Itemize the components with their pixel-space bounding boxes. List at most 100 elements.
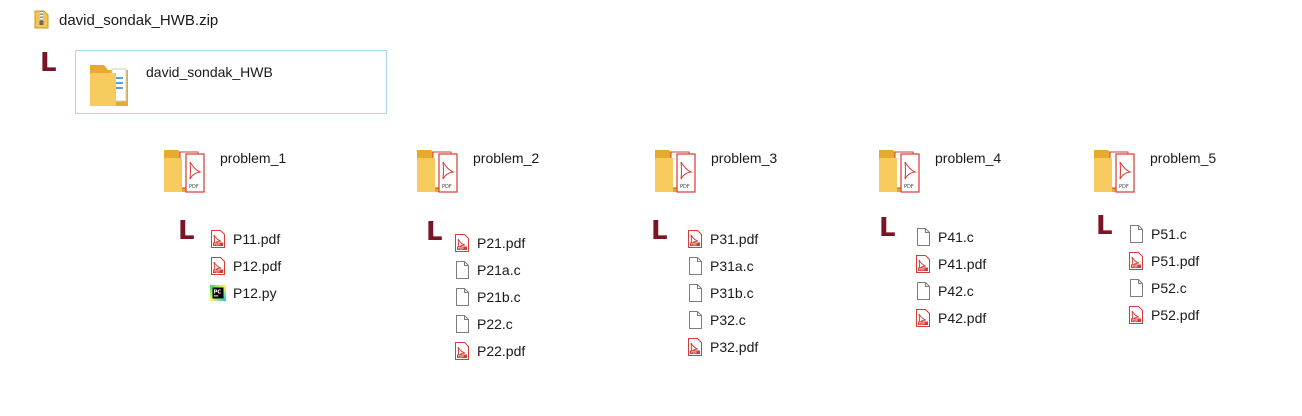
svg-text:PDF: PDF [1119,184,1129,190]
svg-text:PDF: PDF [691,351,697,355]
file-item-p22-pdf[interactable]: PDF P22.pdf [454,340,525,362]
c-file-icon [1128,279,1144,297]
file-name: P41.c [938,229,974,245]
file-name: P31.pdf [710,231,759,247]
file-name: P31b.c [710,285,754,301]
tree-marker: L [426,217,443,247]
svg-text:PDF: PDF [919,322,925,326]
file-item-p21a-c[interactable]: P21a.c [454,259,521,281]
file-item-p21-pdf[interactable]: PDF P21.pdf [454,232,525,254]
svg-text:PDF: PDF [919,268,925,272]
svg-text:PDF: PDF [442,184,452,190]
file-name: P51.pdf [1151,253,1200,269]
file-name: P42.pdf [938,310,987,326]
file-item-p41-c[interactable]: P41.c [915,226,974,248]
tree-marker: L [40,48,57,78]
c-file-icon [454,288,470,306]
tree-marker: L [178,216,195,246]
file-item-p12-py[interactable]: PC P12.py [210,282,277,304]
problem-folder-name: problem_4 [935,150,1002,166]
svg-text:PDF: PDF [1132,319,1138,323]
pdf-file-icon: PDF [1128,252,1144,270]
root-folder-entry[interactable]: david_sondak_HWB [75,50,387,114]
pdf-file-icon: PDF [210,257,226,275]
folder-icon [88,57,132,114]
pdf-file-icon: PDF [687,230,703,248]
file-item-p31a-c[interactable]: P31a.c [687,255,754,277]
file-item-p42-pdf[interactable]: PDF P42.pdf [915,307,986,329]
file-item-p32-pdf[interactable]: PDF P32.pdf [687,336,758,358]
file-item-p32-c[interactable]: P32.c [687,309,746,331]
pdf-folder-icon: PDF [162,144,208,201]
tree-marker: L [1096,211,1113,241]
pdf-folder-icon: PDF [415,144,461,201]
pdf-file-icon: PDF [454,234,470,252]
pdf-file-icon: PDF [915,309,931,327]
file-item-p21b-c[interactable]: P21b.c [454,286,521,308]
c-file-icon [687,257,703,275]
file-item-p41-pdf[interactable]: PDF P41.pdf [915,253,986,275]
file-name: P41.pdf [938,256,987,272]
file-name: P22.pdf [477,343,526,359]
svg-text:PDF: PDF [1132,265,1138,269]
svg-text:PDF: PDF [680,184,690,190]
file-name: P11.pdf [233,231,281,247]
file-item-p42-c[interactable]: P42.c [915,280,974,302]
file-item-p51-c[interactable]: P51.c [1128,223,1187,245]
zip-file-entry[interactable]: david_sondak_HWB.zip [34,10,218,32]
file-item-p31-pdf[interactable]: PDF P31.pdf [687,228,758,250]
svg-text:PDF: PDF [189,184,199,190]
file-item-p11-pdf[interactable]: PDF P11.pdf [210,228,280,250]
svg-text:PDF: PDF [214,243,220,247]
pdf-folder-icon: PDF [653,144,699,201]
file-name: P12.py [233,285,277,301]
pdf-file-icon: PDF [1128,306,1144,324]
file-name: P42.c [938,283,974,299]
file-item-p52-c[interactable]: P52.c [1128,277,1187,299]
problem-folder-name: problem_2 [473,150,540,166]
c-file-icon [915,282,931,300]
file-item-p52-pdf[interactable]: PDF P52.pdf [1128,304,1199,326]
c-file-icon [454,315,470,333]
file-name: P21.pdf [477,235,526,251]
file-name: P21a.c [477,262,521,278]
pdf-folder-icon: PDF [877,144,923,201]
zip-file-name: david_sondak_HWB.zip [59,12,219,29]
c-file-icon [454,261,470,279]
file-item-p12-pdf[interactable]: PDF P12.pdf [210,255,281,277]
tree-marker: L [651,216,668,246]
file-name: P52.c [1151,280,1187,296]
file-name: P31a.c [710,258,754,274]
file-name: P51.c [1151,226,1187,242]
file-name: P12.pdf [233,258,282,274]
pdf-file-icon: PDF [210,230,226,248]
file-name: P22.c [477,316,513,332]
svg-text:PDF: PDF [214,270,220,274]
svg-text:PDF: PDF [458,355,464,359]
c-file-icon [1128,225,1144,243]
file-item-p22-c[interactable]: P22.c [454,313,513,335]
pdf-file-icon: PDF [687,338,703,356]
svg-text:PDF: PDF [904,184,914,190]
pdf-file-icon: PDF [454,342,470,360]
pdf-file-icon: PDF [915,255,931,273]
problem-folder-name: problem_3 [711,150,778,166]
file-item-p31b-c[interactable]: P31b.c [687,282,754,304]
file-item-p51-pdf[interactable]: PDF P51.pdf [1128,250,1199,272]
file-name: P52.pdf [1151,307,1200,323]
svg-text:PDF: PDF [458,247,464,251]
pycharm-file-icon: PC [210,285,226,301]
zip-folder-icon [34,9,50,34]
file-name: P32.c [710,312,746,328]
problem-folder-name: problem_5 [1150,150,1217,166]
c-file-icon [915,228,931,246]
svg-text:PDF: PDF [691,243,697,247]
tree-marker: L [879,213,896,243]
c-file-icon [687,311,703,329]
file-name: P21b.c [477,289,521,305]
svg-text:PC: PC [214,289,222,295]
problem-folder-name: problem_1 [220,150,287,166]
root-folder-name: david_sondak_HWB [146,64,273,80]
file-name: P32.pdf [710,339,759,355]
c-file-icon [687,284,703,302]
